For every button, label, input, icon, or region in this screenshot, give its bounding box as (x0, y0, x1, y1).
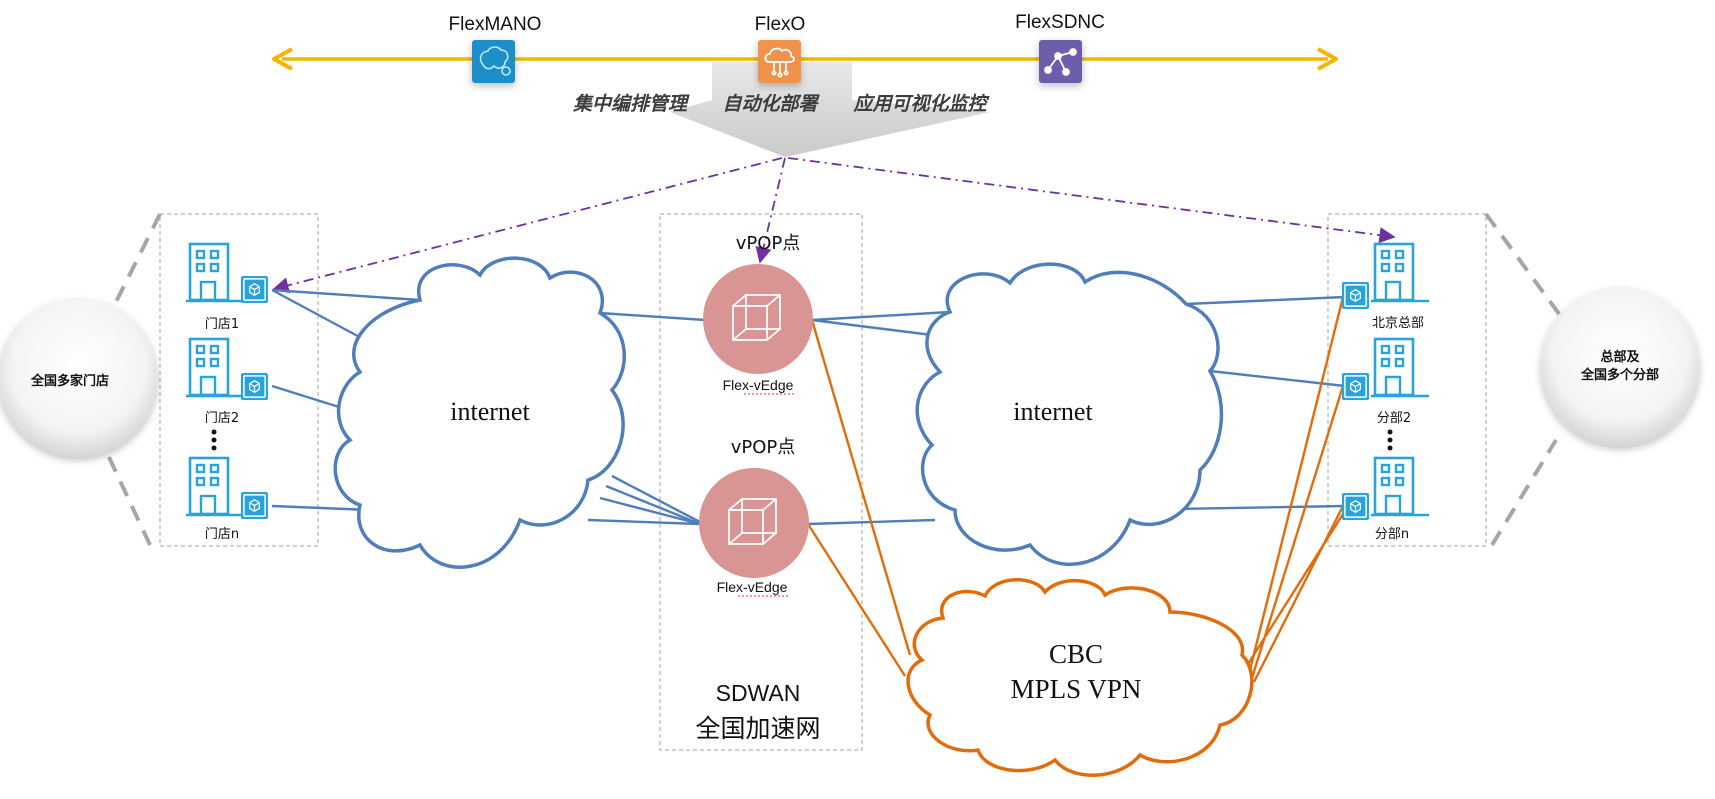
branches-summary-line2: 全国多个分部 (1580, 367, 1659, 383)
stores-summary-label: 全国多家门店 (30, 373, 109, 389)
flexo-label: FlexO (755, 14, 806, 35)
right-internet-label: internet (1013, 397, 1093, 426)
vedge-device-icon (241, 492, 268, 519)
branches-summary-disc: 总部及 全国多个分部 (1541, 288, 1699, 446)
sdwan-subtitle: 全国加速网 (695, 714, 820, 743)
cbc-label-line2: MPLS VPN (1011, 674, 1142, 704)
building-icon (186, 337, 246, 398)
building-icon (1371, 242, 1431, 303)
vedge-device-icon (241, 373, 268, 400)
store-ellipsis (211, 429, 217, 451)
left-internet-cloud: internet (333, 256, 627, 569)
platform-timeline (272, 47, 1338, 71)
branch-site-2[interactable]: 分部2 (1342, 337, 1431, 426)
vpop-bottom-label: vPOP点 (731, 437, 796, 458)
vedge-top-node (703, 264, 813, 374)
cube-icon (728, 498, 777, 545)
vpop-top[interactable]: vPOP点 Flex-vEdge (703, 233, 813, 395)
branch-site-1-label: 北京总部 (1372, 316, 1424, 331)
store-site-1[interactable]: 门店1 (186, 242, 268, 332)
branches-group-box (1327, 213, 1487, 547)
branches-summary-line1: 总部及 (1600, 349, 1640, 365)
cbc-label-line1: CBC (1049, 639, 1103, 669)
vedge-device-icon (241, 276, 268, 303)
store-site-n-label: 门店n (205, 527, 239, 542)
capability-orchestration: 集中编排管理 (572, 93, 690, 115)
branch-site-n-label: 分部n (1375, 527, 1409, 542)
stores-summary-disc: 全国多家门店 (0, 299, 157, 457)
vedge-device-icon (1342, 282, 1369, 309)
left-internet-label: internet (450, 397, 530, 426)
building-icon (186, 242, 246, 303)
store-site-2[interactable]: 门店2 (186, 337, 268, 426)
orchestration-funnel (670, 62, 990, 157)
control-link-vpop (755, 157, 786, 264)
right-internet-cloud: internet (915, 262, 1224, 567)
flexmano-label: FlexMANO (449, 14, 542, 35)
branch-site-2-label: 分部2 (1377, 411, 1411, 426)
vpop-top-label: vPOP点 (736, 233, 801, 254)
cube-icon (732, 294, 781, 341)
mpls-links (806, 296, 1352, 683)
flexmano-node[interactable]: FlexMANO (449, 14, 542, 83)
vpop-bottom[interactable]: vPOP点 Flex-vEdge (699, 437, 809, 597)
branch-site-n[interactable]: 分部n (1342, 456, 1431, 542)
cloud-network-icon (764, 47, 795, 78)
capability-monitoring: 应用可视化监控 (852, 93, 989, 115)
building-icon (1371, 337, 1431, 398)
building-icon (1371, 456, 1431, 517)
vedge-bottom-label: Flex-vEdge (717, 579, 788, 595)
topology-icon (1044, 48, 1077, 76)
building-icon (186, 456, 246, 517)
brain-gear-icon (479, 46, 511, 76)
control-link-branches (787, 157, 1396, 244)
cbc-mpls-cloud: CBC MPLS VPN (906, 578, 1254, 777)
vedge-device-icon (1342, 493, 1369, 520)
vedge-device-icon (1342, 373, 1369, 400)
stores-group-box (159, 213, 319, 547)
branch-ellipsis (1387, 429, 1393, 451)
store-site-1-label: 门店1 (205, 317, 239, 332)
capabilities: 集中编排管理 自动化部署 应用可视化监控 (572, 93, 990, 115)
branch-site-1[interactable]: 北京总部 (1342, 242, 1431, 331)
flexsdnc-label: FlexSDNC (1015, 12, 1105, 33)
group-brackets (98, 212, 1564, 547)
control-links (272, 157, 1396, 294)
capability-deployment: 自动化部署 (722, 93, 820, 115)
sdwan-title: SDWAN (716, 680, 801, 706)
vedge-top-label: Flex-vEdge (723, 377, 794, 393)
store-site-2-label: 门店2 (205, 411, 239, 426)
flexo-node[interactable]: FlexO (755, 14, 806, 83)
vedge-bottom-node (699, 468, 809, 578)
store-site-n[interactable]: 门店n (186, 456, 268, 542)
sdwan-group-box (659, 213, 863, 751)
flexsdnc-node[interactable]: FlexSDNC (1015, 12, 1105, 83)
